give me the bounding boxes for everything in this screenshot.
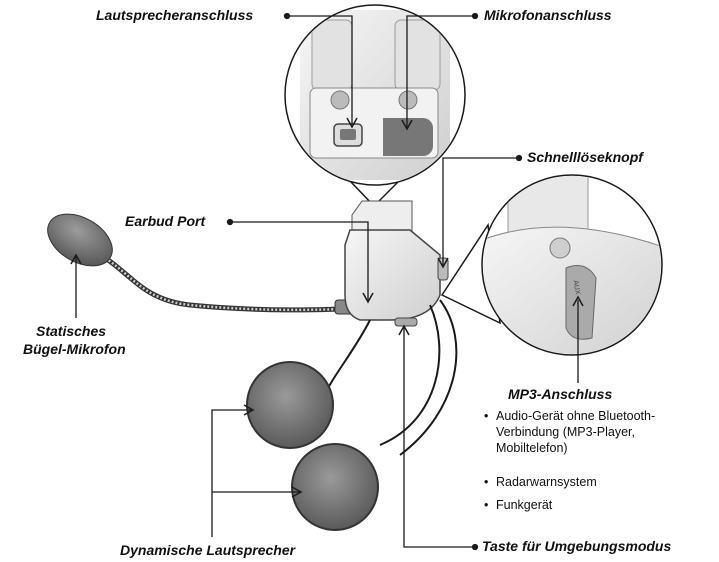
- speaker-port-label: Lautsprecheranschluss: [96, 7, 254, 23]
- mic-port-label: Mikrofonanschluss: [484, 7, 612, 23]
- speakers-label: Dynamische Lautsprecher: [120, 542, 296, 558]
- leader-lines: [70, 12, 584, 551]
- speaker-left-lower: [291, 443, 379, 531]
- ambient-button-label: Taste für Umgebungsmodus: [482, 538, 672, 554]
- mp3-use-1-line2: Verbindung (MP3-Player,: [496, 425, 635, 439]
- mp3-use-1-line1: Audio-Gerät ohne Bluetooth-: [496, 409, 656, 423]
- speaker-cables: [324, 299, 458, 456]
- mp3-port-zoom-callout: [440, 174, 663, 356]
- quick-release-label: Schnelllöseknopf: [527, 149, 643, 165]
- mp3-use-3: Funkgerät: [496, 498, 553, 512]
- boom-mic-label-line1: Statisches: [36, 323, 107, 339]
- list-item: • Radarwarnsystem: [484, 475, 597, 489]
- mp3-use-2: Radarwarnsystem: [496, 475, 597, 489]
- mp3-port-label: MP3-Anschluss: [508, 386, 613, 402]
- list-item: • Audio-Gerät ohne Bluetooth- Verbindung…: [484, 409, 656, 455]
- list-item: • Funkgerät: [484, 498, 553, 512]
- earbud-port-label: Earbud Port: [125, 213, 206, 229]
- mp3-use-1-line3: Mobiltelefon): [496, 441, 568, 455]
- port-zoom-callout: [284, 4, 466, 208]
- boom-mic-label-line2: Bügel-Mikrofon: [23, 341, 126, 357]
- speaker-left-upper: [246, 361, 334, 449]
- headset-unit: [344, 200, 449, 327]
